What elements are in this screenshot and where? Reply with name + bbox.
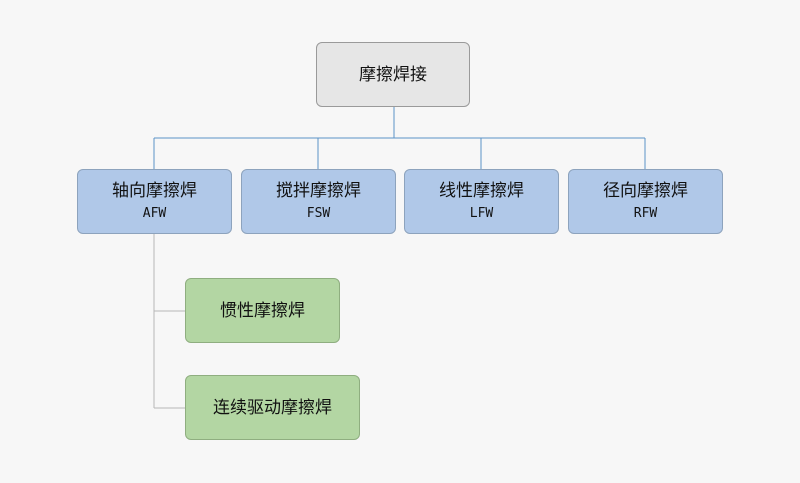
root-label: 摩擦焊接 xyxy=(359,64,427,85)
category-lfw: 线性摩擦焊 LFW xyxy=(404,169,559,234)
category-label: 搅拌摩擦焊 xyxy=(276,181,361,201)
subtype-continuous-drive: 连续驱动摩擦焊 xyxy=(185,375,360,440)
subtype-label: 惯性摩擦焊 xyxy=(220,300,305,321)
root-node: 摩擦焊接 xyxy=(316,42,470,107)
category-label: 径向摩擦焊 xyxy=(603,181,688,201)
category-abbr: AFW xyxy=(142,206,167,221)
category-label: 线性摩擦焊 xyxy=(439,181,524,201)
category-abbr: FSW xyxy=(306,206,331,221)
category-abbr: RFW xyxy=(633,206,658,221)
category-fsw: 搅拌摩擦焊 FSW xyxy=(241,169,396,234)
category-label: 轴向摩擦焊 xyxy=(112,181,197,201)
category-rfw: 径向摩擦焊 RFW xyxy=(568,169,723,234)
subtype-inertia: 惯性摩擦焊 xyxy=(185,278,340,343)
subtype-label: 连续驱动摩擦焊 xyxy=(213,397,332,418)
category-abbr: LFW xyxy=(469,206,494,221)
category-afw: 轴向摩擦焊 AFW xyxy=(77,169,232,234)
